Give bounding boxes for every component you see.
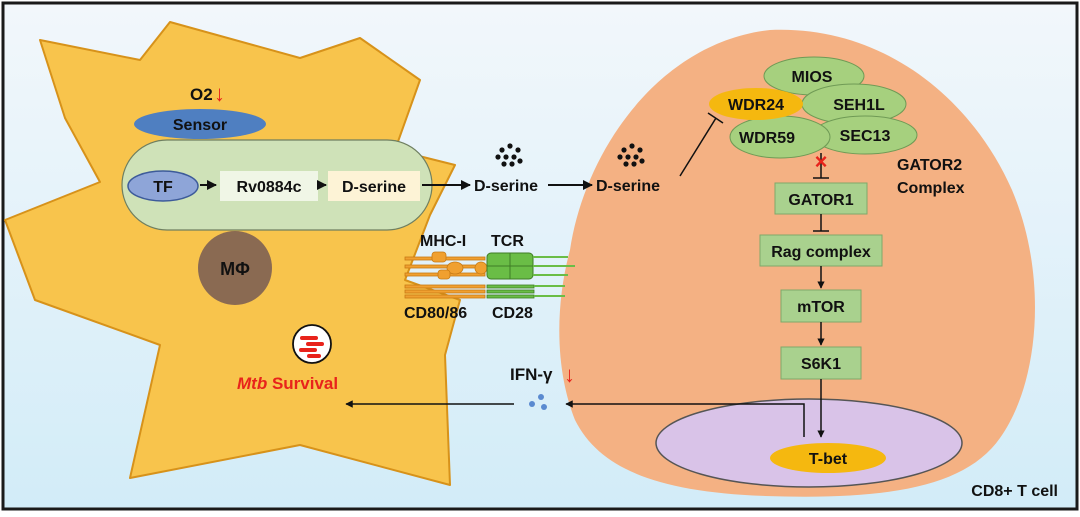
gator2-subunit-mios: MIOS [792,69,833,86]
cd80-86-label: CD80/86 [404,305,467,322]
dserine-label-tcell: D-serine [596,178,660,195]
mtb-survival-rest: Survival [267,374,338,393]
dserine-molecules-extracellular [495,143,523,167]
cd80-86-molecule [404,284,486,299]
tf-label: TF [153,179,173,196]
tbet-node [770,443,886,473]
ifng-label: IFN-γ [510,365,553,384]
sensor [134,109,266,139]
inhibition-blocked-mark: × [815,149,828,174]
mhc-i-molecule [404,251,488,280]
pathway-label-s6k1: S6K1 [801,356,841,373]
dserine-molecules-tcell [617,143,645,167]
pathway-box-mtor [780,289,862,323]
gator2-complex-label-line1: GATOR2 [897,157,962,174]
rv0884c-label: Rv0884c [237,179,302,196]
dserine-box [328,171,420,201]
gator2-subunit-seh1l: SEH1L [833,97,885,114]
sensor-label: Sensor [173,117,227,134]
pathway-label-mtor: mTOR [797,299,845,316]
pathway-box-s6k1 [780,346,862,380]
gator2-subunit-sec13: SEC13 [840,128,891,145]
pathway-box-gator1 [774,182,868,215]
oxygen-label: O2 [190,85,213,104]
ifng-molecules [529,394,547,410]
tf-node [127,170,199,202]
cd28-label: CD28 [492,305,533,322]
gator2-complex: MIOS WDR24 SEH1L WDR59 SEC13 [709,56,918,159]
pathway-box-rag-complex [759,234,883,267]
mtb-survival-icon [292,324,332,364]
cd28-molecule [486,284,565,299]
tcr-molecule [486,252,575,280]
t-cell-nucleus [655,398,963,488]
tcr-label: TCR [491,233,524,250]
gator2-wdr24-lobe [709,88,803,120]
dserine-label-extracellular: D-serine [474,178,538,195]
cd8-t-cell-label: CD8+ T cell [971,483,1058,500]
dserine-inhibits-wdr24-line [679,117,717,177]
mhc-i-label: MHC-I [420,233,466,250]
macrophage-nucleus-label: MΦ [220,259,250,279]
mtb-survival-label: Mtb Survival [237,374,338,393]
ifng-decrease-arrow: ↓ [564,362,575,387]
macrophage-nucleus [198,231,272,305]
pathway-label-gator1: GATOR1 [788,192,853,209]
pathway-label-rag-complex: Rag complex [771,244,871,261]
oxygen-decrease-arrow: ↓ [214,81,225,106]
tbet-label: T-bet [809,451,848,468]
tbet-to-ifng-arrow [565,400,805,437]
dserine-label-bacterium: D-serine [342,179,406,196]
dserine-inhibits-wdr24-bar [707,112,724,124]
gator2-subunit-wdr24: WDR24 [728,97,784,114]
gator2-complex-label-line2: Complex [897,180,965,197]
rv0884c-box [220,171,318,201]
gator2-subunit-wdr59: WDR59 [739,130,795,147]
mtb-survival-italic: Mtb [237,374,267,393]
